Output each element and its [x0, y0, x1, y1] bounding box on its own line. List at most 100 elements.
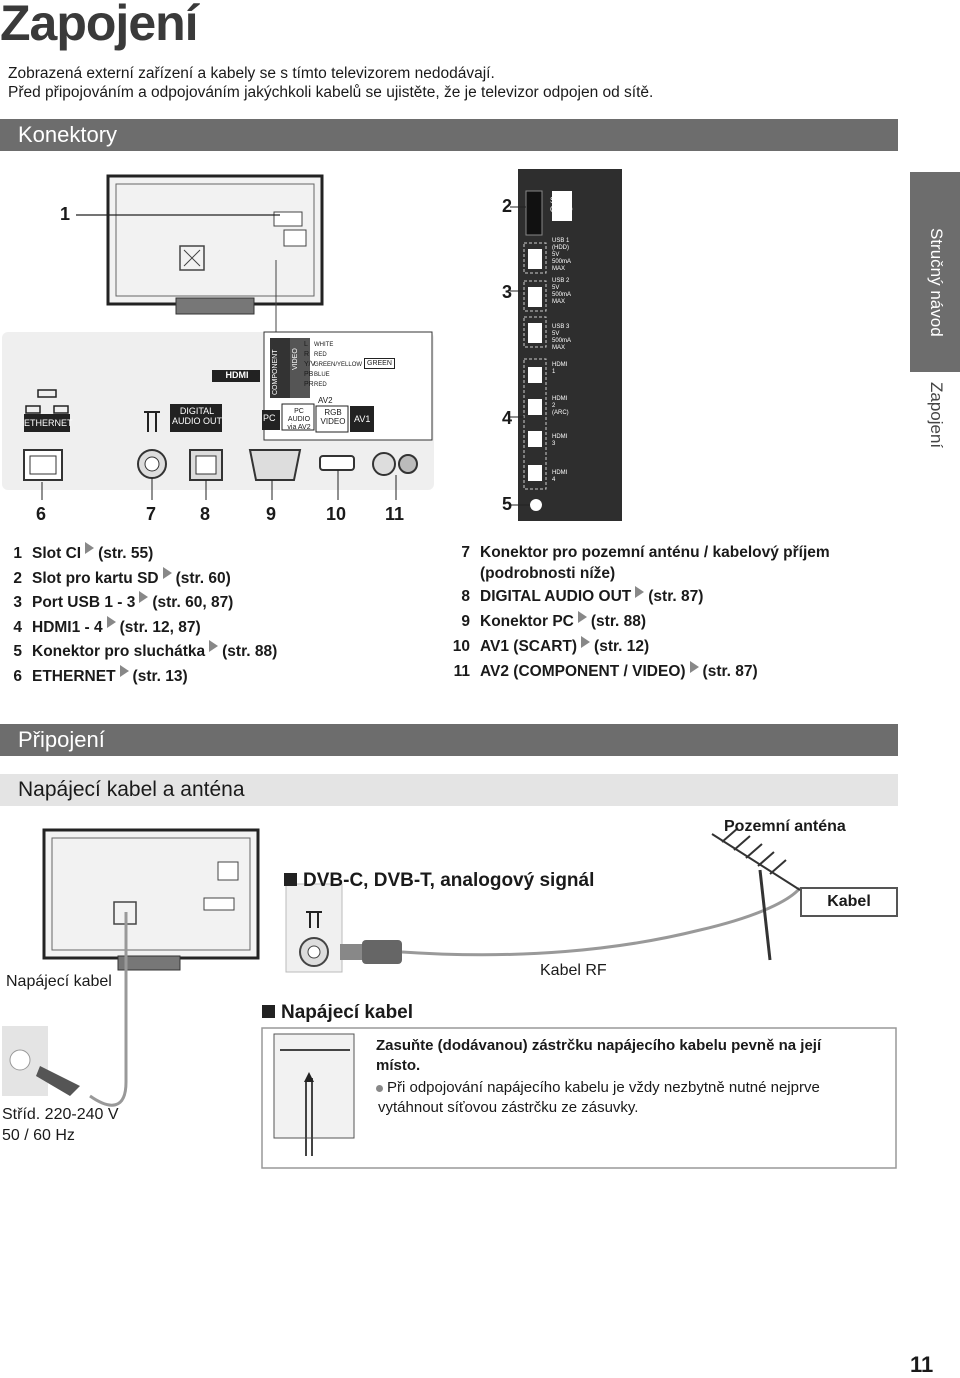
- square-bullet-icon: [262, 1005, 275, 1018]
- rf-cable-label: Kabel RF: [540, 962, 607, 979]
- list-text: Konektor PC: [480, 613, 574, 630]
- instruction-note-line-1: Při odpojování napájecího kabelu je vždy…: [387, 1079, 820, 1096]
- list-text: DIGITAL AUDIO OUT: [480, 588, 632, 605]
- connector-panel-diagram: [2, 174, 434, 500]
- page-ref-link[interactable]: (str. 12): [594, 638, 650, 655]
- component-label: COMPONENT: [272, 349, 279, 395]
- usb3-line-3: 500mA: [552, 338, 572, 344]
- callout-8: 8: [200, 504, 211, 524]
- sd-label: SD: [550, 196, 562, 205]
- page-ref-link[interactable]: (str. 87): [702, 663, 758, 680]
- list-text: Konektor pro sluchátka: [32, 643, 206, 660]
- hdmi4-line-2: 4: [552, 477, 556, 483]
- callout-9: 9: [266, 504, 277, 524]
- list-text: Slot CI: [32, 545, 82, 562]
- list-text-line-1: Konektor pro pozemní anténu / kabelový p…: [480, 544, 830, 561]
- power-heading: Napájecí kabel: [262, 1002, 413, 1024]
- section-connectors-bar: Konektory: [0, 119, 898, 151]
- mains-voltage: Stříd. 220-240 V: [2, 1106, 119, 1123]
- pc-audio-label: PC AUDIO via AV2: [283, 408, 315, 432]
- callout-7: 7: [146, 504, 157, 524]
- side-tab-quick-guide-label: Stručný návod: [927, 228, 946, 337]
- usb3-line-2: 5V: [552, 331, 560, 337]
- usb1-line-2: (HDD): [552, 245, 569, 251]
- sd-card-label: SD CARD: [550, 196, 573, 214]
- usb1-line-5: MAX: [552, 266, 566, 272]
- list-num: 4: [13, 618, 22, 636]
- list-num: 11: [453, 663, 470, 680]
- cable-label: Kabel: [800, 887, 898, 917]
- color-green-part: GREEN/: [314, 362, 338, 368]
- arrow-icon: [581, 636, 591, 648]
- pc-audio-line-1: PC AUDIO: [287, 408, 311, 423]
- hdmi2-line-2: 2: [552, 403, 556, 409]
- rgb-video-label: RGB VIDEO: [318, 408, 348, 426]
- list-num: 7: [461, 544, 470, 561]
- list-item: 8 DIGITAL AUDIO OUT (str. 87): [448, 586, 908, 607]
- hdmi-logo-text: HDMI: [225, 370, 249, 380]
- list-text: AV2 (COMPONENT / VIDEO): [480, 663, 686, 680]
- pin-r: R: [304, 351, 310, 358]
- arrow-icon: [577, 611, 587, 623]
- power-heading-text: Napájecí kabel: [281, 1002, 414, 1023]
- instruction-bold-line-2: místo.: [376, 1057, 421, 1074]
- av2-pin-labels: L R Y/V PB PR: [304, 340, 315, 390]
- page-ref-link[interactable]: (str. 87): [648, 588, 704, 605]
- side-tab-connection[interactable]: Zapojení: [910, 372, 960, 482]
- page-title: Zapojení: [0, 0, 199, 51]
- tv-back-outline-2: [42, 828, 260, 960]
- side-connector-panel: [510, 169, 622, 521]
- hdmi3-line-1: HDMI: [552, 434, 568, 440]
- list-text: Slot pro kartu SD: [32, 569, 159, 587]
- list-text: ETHERNET: [32, 667, 116, 685]
- mains-spec: Stříd. 220-240 V 50 / 60 Hz: [2, 1104, 119, 1146]
- instruction-bold: Zasuňte (dodávanou) zástrčku napájecího …: [376, 1036, 892, 1076]
- page-ref-link[interactable]: (str. 13): [132, 667, 188, 685]
- intro-line-2: Před připojováním a odpojováním jakýchko…: [8, 84, 654, 101]
- color-white: WHITE: [314, 342, 334, 348]
- page-ref-link[interactable]: (str. 60): [175, 569, 231, 587]
- arrow-icon: [162, 566, 172, 579]
- intro-text: Zobrazená externí zařízení a kabely se s…: [8, 64, 653, 102]
- list-text-line-2: (podrobnosti níže): [480, 565, 616, 582]
- page-ref-link[interactable]: (str. 88): [590, 613, 647, 630]
- callout-1: 1: [60, 204, 71, 224]
- list-num: 8: [461, 588, 470, 605]
- list-num: 6: [13, 667, 22, 685]
- list-item: 6 ETHERNET (str. 13): [0, 664, 440, 690]
- usb3-line-4: MAX: [552, 345, 566, 351]
- list-text: Konektor pro pozemní anténu / kabelový p…: [480, 542, 830, 584]
- list-num: 5: [13, 643, 22, 660]
- side-tab-quick-guide[interactable]: Stručný návod: [910, 172, 960, 372]
- color-blue: BLUE: [314, 372, 330, 378]
- arrow-icon: [106, 615, 116, 628]
- color-green-yellow: GREEN/YELLOW: [314, 360, 362, 370]
- dvb-heading-text: DVB-C, DVB-T, analogový signál: [303, 870, 595, 891]
- digital-audio-out-line-1: DIGITAL: [179, 406, 215, 416]
- pin-pr: PR: [304, 381, 314, 388]
- instruction-bold-line-1: Zasuňte (dodávanou) zástrčku napájecího …: [376, 1037, 822, 1054]
- page-ref-link[interactable]: (str. 55): [98, 545, 154, 562]
- list-text: AV1 (SCART): [480, 638, 578, 655]
- arrow-icon: [209, 640, 219, 652]
- callout-11: 11: [385, 504, 405, 524]
- usb2-line-4: MAX: [552, 299, 566, 305]
- list-text: HDMI1 - 4: [32, 618, 103, 636]
- list-num: 1: [13, 545, 22, 562]
- arrow-icon: [119, 664, 129, 677]
- list-num: 10: [452, 638, 470, 655]
- bullet-icon: [376, 1084, 383, 1092]
- page-ref-link[interactable]: (str. 12, 87): [119, 618, 201, 636]
- hdmi1-line-1: HDMI: [552, 362, 568, 368]
- list-item: 10 AV1 (SCART) (str. 12): [448, 636, 908, 657]
- page-ref-link[interactable]: (str. 88): [222, 643, 278, 660]
- usb1-line-3: 5V: [552, 252, 560, 258]
- usb1-label: USB 1 (HDD) 5V 500mA MAX: [552, 238, 571, 273]
- video-label: VIDEO: [320, 417, 346, 426]
- callout-3: 3: [502, 282, 513, 302]
- terrestrial-antenna-label: Pozemní anténa: [724, 818, 846, 835]
- hdmi3-label: HDMI 3: [552, 434, 567, 448]
- page-ref-link[interactable]: (str. 60, 87): [152, 594, 234, 611]
